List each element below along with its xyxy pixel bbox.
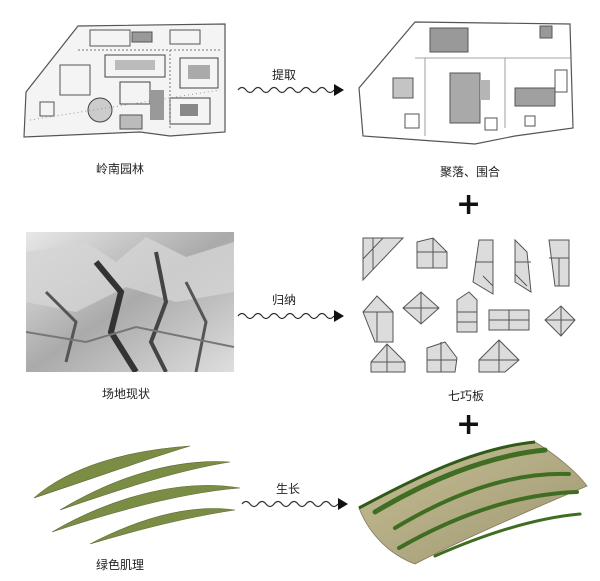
grown-terrain-model [355,438,590,568]
tangram-piece-12 [426,341,458,373]
green-texture-strips [30,440,245,550]
result-label-2: 七巧板 [448,389,485,403]
tangram-piece-6 [362,295,394,343]
source-label-1: 岭南园林 [96,162,145,176]
arrow-label-1: 提取 [272,68,297,82]
wavy-arrow-2 [236,306,346,326]
tangram-pieces [355,232,585,377]
source-label-2: 场地现状 [102,387,151,401]
result-label-1: 聚落、围合 [440,165,501,179]
tangram-piece-7 [402,291,440,325]
tangram-piece-13 [478,339,520,373]
tangram-piece-8 [456,291,478,333]
tangram-piece-3 [472,239,494,295]
plus-sign-1: + [456,187,482,222]
arrow-label-3: 生长 [276,482,301,496]
tangram-piece-4 [514,238,532,293]
source-label-3: 绿色肌理 [96,558,145,572]
tangram-piece-5 [548,239,570,287]
tangram-piece-11 [370,343,406,373]
wavy-arrow-1 [236,80,346,100]
plus-sign-2: + [456,407,482,442]
cluster-enclosure-plan [355,18,580,153]
wavy-arrow-3 [240,494,350,514]
lingnan-garden-plan [20,20,230,145]
tangram-piece-1 [362,237,405,282]
arrow-label-2: 归纳 [272,293,297,307]
tangram-piece-9 [488,309,530,331]
tangram-piece-10 [544,305,576,337]
site-rock-photo [26,232,234,372]
tangram-piece-2 [416,237,448,269]
